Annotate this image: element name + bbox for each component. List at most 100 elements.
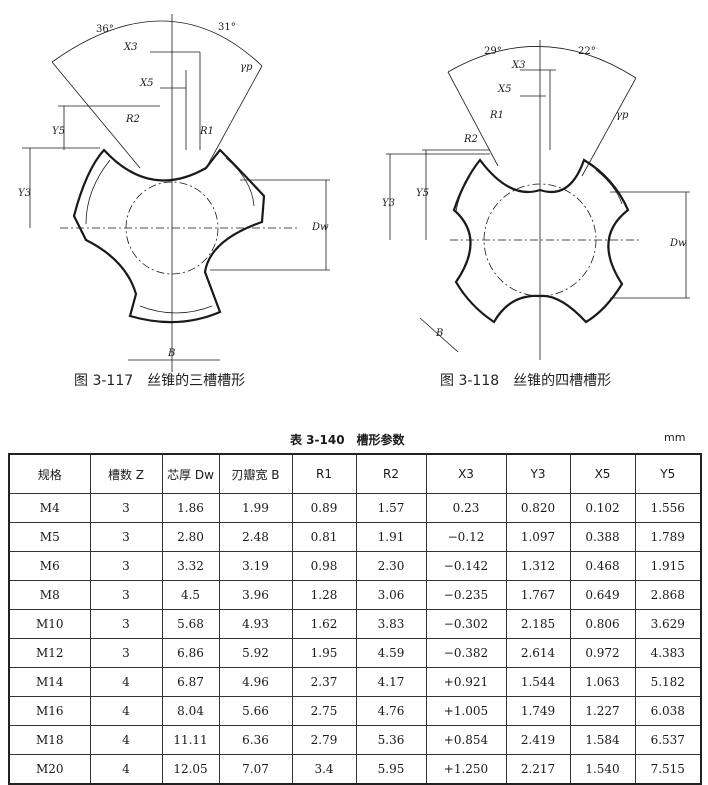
table-cell: 1.227 [569, 696, 636, 726]
core-circle [125, 181, 219, 275]
tap-profile [452, 158, 630, 324]
table-cell: 0.820 [505, 493, 571, 523]
y5-label: Y5 [416, 188, 429, 199]
table-cell: 1.556 [634, 493, 702, 523]
table-cell: 12.05 [161, 754, 220, 785]
table-cell: M16 [8, 696, 91, 726]
table-cell: 2.37 [291, 667, 357, 697]
table-cell: 2.217 [505, 754, 571, 785]
table-cell: 2.79 [291, 725, 357, 755]
b-label: B [435, 328, 443, 339]
table-cell: 6.86 [161, 638, 220, 668]
table-cell: 4 [89, 754, 163, 785]
table-cell: 4.96 [218, 667, 293, 697]
table-cell: 2.185 [505, 609, 571, 639]
table-cell: 3 [89, 551, 163, 581]
table-cell: M12 [8, 638, 91, 668]
table-cell: 1.749 [505, 696, 571, 726]
ray-left [51, 61, 141, 169]
table-cell: 4.93 [218, 609, 293, 639]
table-cell: 1.915 [634, 551, 702, 581]
angle-arc [447, 46, 637, 79]
table-cell: 7.515 [634, 754, 702, 785]
table-cell: 0.81 [291, 522, 357, 552]
table-cell: 2.30 [355, 551, 427, 581]
table-cell: +0.921 [425, 667, 507, 697]
table-cell: −0.382 [425, 638, 507, 668]
figure1-caption: 图 3-117 丝锥的三槽槽形 [74, 373, 246, 389]
angle-left-label: 29° [484, 46, 502, 57]
table-cell: 1.62 [291, 609, 357, 639]
table-cell: M18 [8, 725, 91, 755]
table-cell: 2.614 [505, 638, 571, 668]
table-cell: 5.182 [634, 667, 702, 697]
y3-label: Y3 [18, 188, 31, 199]
table-cell: 5.92 [218, 638, 293, 668]
x5-label: X5 [139, 78, 153, 89]
table-cell: 3.06 [355, 580, 427, 610]
y5-label: Y5 [52, 126, 65, 137]
x3-label: X3 [511, 60, 525, 71]
table-cell: 1.584 [569, 725, 636, 755]
table-unit: mm [664, 431, 686, 444]
table-cell: M6 [8, 551, 91, 581]
table-cell: 2.868 [634, 580, 702, 610]
table-cell: 1.95 [291, 638, 357, 668]
table-cell: 1.99 [218, 493, 293, 523]
table-cell: 6.87 [161, 667, 220, 697]
table-cell: 2.48 [218, 522, 293, 552]
table-cell: 0.972 [569, 638, 636, 668]
table-cell: 2.75 [291, 696, 357, 726]
table-cell: 0.98 [291, 551, 357, 581]
table-cell: 3 [89, 580, 163, 610]
table-cell: +1.005 [425, 696, 507, 726]
table-header-cell: Y5 [634, 453, 702, 494]
table-cell: −0.235 [425, 580, 507, 610]
table-cell: 0.102 [569, 493, 636, 523]
table-cell: 4.383 [634, 638, 702, 668]
table-cell: −0.302 [425, 609, 507, 639]
table-cell: 0.806 [569, 609, 636, 639]
table-cell: 3.32 [161, 551, 220, 581]
dw-label: Dw [311, 222, 329, 233]
figure-four-flute-diagram: 29° 22° X3 X5 R1 R2 γp Y3 Y5 Dw B [382, 40, 690, 360]
table-cell: 0.468 [569, 551, 636, 581]
angle-right-label: 22° [578, 46, 596, 57]
table-cell: M14 [8, 667, 91, 697]
table-cell: 1.86 [161, 493, 220, 523]
angle-left-label: 36° [96, 24, 114, 35]
table-cell: 1.544 [505, 667, 571, 697]
x5-label: X5 [497, 84, 511, 95]
table-cell: 4.5 [161, 580, 220, 610]
table-cell: 4 [89, 696, 163, 726]
b-label: B [167, 348, 175, 359]
table-header-cell: 槽数 Z [89, 453, 163, 494]
table-cell: 4 [89, 667, 163, 697]
table-header-cell: 规格 [8, 453, 91, 494]
table-cell: −0.142 [425, 551, 507, 581]
table-cell: 1.767 [505, 580, 571, 610]
table-header-cell: Y3 [505, 453, 571, 494]
table-cell: 1.28 [291, 580, 357, 610]
table-cell: 1.312 [505, 551, 571, 581]
r1-label: R1 [489, 110, 504, 121]
gamma-label: γp [616, 110, 629, 121]
table-header-cell: 芯厚 Dw [161, 453, 220, 494]
table-cell: 0.23 [425, 493, 507, 523]
table-cell: 8.04 [161, 696, 220, 726]
r1-label: R1 [199, 126, 214, 137]
r2-label: R2 [125, 114, 140, 125]
x3-label: X3 [123, 42, 137, 53]
table-header-cell: X3 [425, 453, 507, 494]
table-cell: 1.91 [355, 522, 427, 552]
figure-three-flute-diagram: 36° 31° X3 X5 γp R2 R1 Y5 Y3 Dw B [18, 14, 330, 372]
table-cell: M5 [8, 522, 91, 552]
table-cell: 3.96 [218, 580, 293, 610]
table-cell: 1.097 [505, 522, 571, 552]
